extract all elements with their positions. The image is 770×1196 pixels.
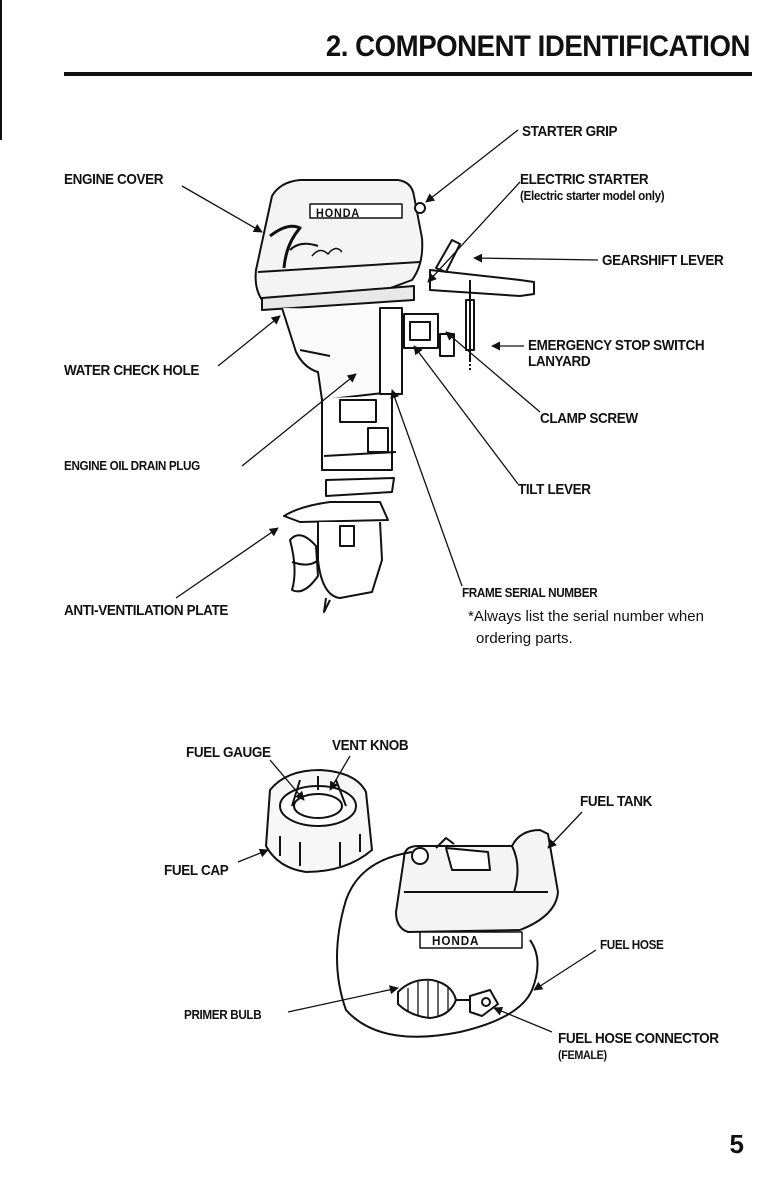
page-number: 5 <box>729 1129 744 1159</box>
serial-number-note: *Always list the serial number when orde… <box>468 606 704 650</box>
label-anti-ventilation-plate: ANTI-VENTILATION PLATE <box>64 602 229 619</box>
label-fuel-hose-connector: FUEL HOSE CONNECTOR (FEMALE) <box>558 1031 719 1063</box>
hose-connector-shape <box>469 989 499 1017</box>
label-primer-bulb: PRIMER BULB <box>184 1007 262 1022</box>
outboard-leader-lines <box>175 129 599 599</box>
label-electric-starter: ELECTRIC STARTER (Electric starter model… <box>520 171 665 204</box>
label-starter-grip: STARTER GRIP <box>522 123 618 140</box>
label-emergency-stop-line2: LANYARD <box>528 353 591 370</box>
label-fuel-gauge: FUEL GAUGE <box>186 744 271 761</box>
label-fuel-hose: FUEL HOSE <box>600 937 664 952</box>
label-gearshift-lever: GEARSHIFT LEVER <box>602 252 724 269</box>
label-engine-cover: ENGINE COVER <box>64 171 164 188</box>
label-fuel-hose-connector-line2: (FEMALE) <box>558 1048 607 1062</box>
label-fuel-tank: FUEL TANK <box>580 793 653 810</box>
tank-brand-plate: HONDA <box>432 933 480 948</box>
fuel-leader-lines <box>237 755 597 1033</box>
label-fuel-hose-connector-line1: FUEL HOSE CONNECTOR <box>558 1030 719 1047</box>
label-frame-serial-number: FRAME SERIAL NUMBER <box>462 585 598 600</box>
left-margin-rule <box>0 0 2 140</box>
outboard-brand-plate: HONDA <box>316 206 361 220</box>
label-emergency-stop: EMERGENCY STOP SWITCH LANYARD <box>528 337 705 370</box>
label-engine-oil-drain-plug: ENGINE OIL DRAIN PLUG <box>64 458 200 473</box>
label-electric-starter-note: (Electric starter model only) <box>520 188 665 203</box>
fuel-tank-shape <box>395 829 559 933</box>
serial-note-line1: *Always list the serial number when <box>468 608 704 625</box>
label-vent-knob: VENT KNOB <box>332 737 409 754</box>
page-title: 2. COMPONENT IDENTIFICATION <box>325 30 751 63</box>
primer-bulb-shape <box>397 978 457 1019</box>
label-clamp-screw: CLAMP SCREW <box>540 410 638 427</box>
engine-cover-shape <box>254 179 424 302</box>
label-water-check-hole: WATER CHECK HOLE <box>64 362 199 379</box>
outboard-motor-illustration <box>254 179 535 613</box>
label-fuel-cap: FUEL CAP <box>164 862 229 879</box>
label-electric-starter-text: ELECTRIC STARTER <box>520 171 649 188</box>
fuel-system-illustration <box>265 769 559 1038</box>
title-underline <box>64 72 752 76</box>
serial-note-line2: ordering parts. <box>476 630 573 647</box>
label-tilt-lever: TILT LEVER <box>518 481 591 498</box>
label-emergency-stop-line1: EMERGENCY STOP SWITCH <box>528 337 705 354</box>
